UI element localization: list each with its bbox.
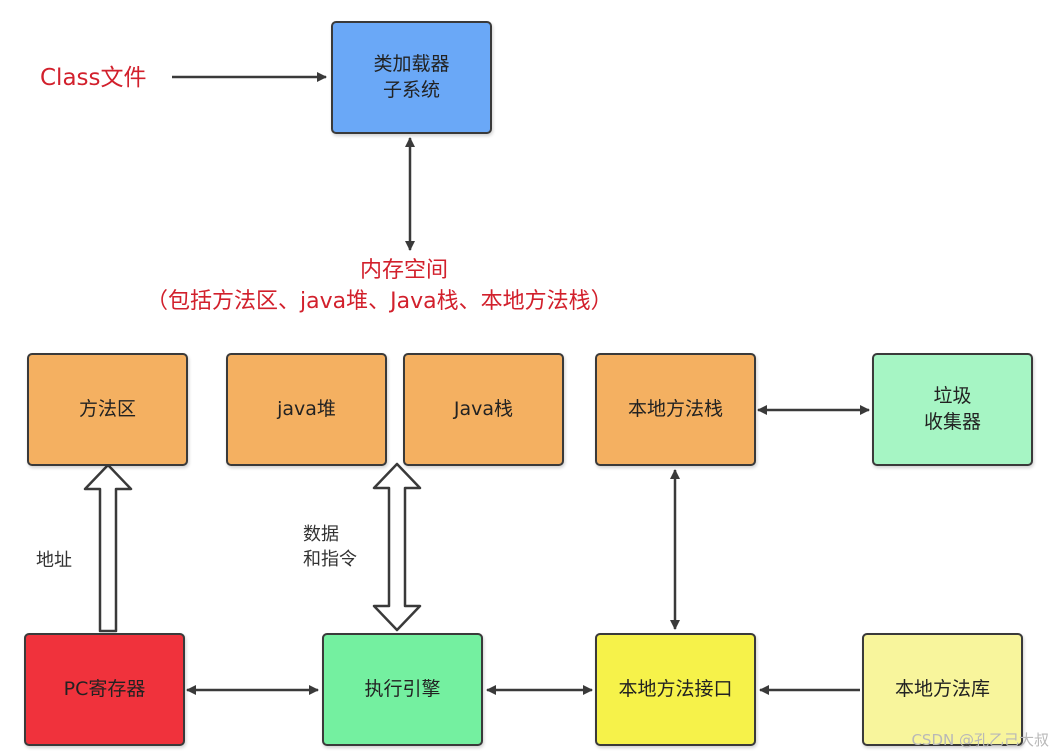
memory-subtitle: （包括方法区、java堆、Java栈、本地方法栈）: [146, 289, 613, 314]
java-stack: Java栈: [403, 353, 564, 466]
garbage-collector-line1: 垃圾: [933, 384, 972, 407]
memory-title: 内存空间: [360, 258, 449, 283]
class-loader-subsystem: 类加载器 子系统: [331, 21, 492, 134]
execution-engine: 执行引擎: [322, 633, 483, 746]
watermark: CSDN @孔乙己大叔: [911, 731, 1049, 749]
java-heap: java堆: [226, 353, 387, 466]
address-label: 地址: [36, 550, 72, 571]
native-method-interface: 本地方法接口: [595, 633, 756, 746]
class-loader-line2: 子系统: [382, 78, 440, 101]
data-instruction-label: 数据 和指令: [303, 522, 357, 572]
pc-register-label: PC寄存器: [63, 677, 146, 700]
native-method-library-label: 本地方法库: [894, 677, 990, 700]
native-method-library: 本地方法库: [862, 633, 1023, 746]
execution-engine-label: 执行引擎: [364, 677, 441, 700]
hollow-arrow-address: [83, 463, 133, 633]
class-file-label: Class文件: [40, 65, 147, 91]
garbage-collector-line2: 收集器: [923, 410, 981, 433]
garbage-collector: 垃圾 收集器: [872, 353, 1033, 466]
java-stack-label: Java栈: [453, 397, 514, 420]
java-heap-label: java堆: [277, 397, 336, 420]
data-label-line2: 和指令: [303, 549, 357, 571]
class-loader-line1: 类加载器: [373, 52, 450, 75]
method-area-label: 方法区: [78, 397, 136, 420]
native-method-stack-label: 本地方法栈: [627, 397, 723, 420]
method-area: 方法区: [27, 353, 188, 466]
native-method-stack: 本地方法栈: [595, 353, 756, 466]
pc-register: PC寄存器: [24, 633, 185, 746]
data-label-line1: 数据: [303, 524, 339, 545]
native-method-interface-label: 本地方法接口: [618, 677, 733, 700]
hollow-arrow-data: [372, 462, 422, 632]
